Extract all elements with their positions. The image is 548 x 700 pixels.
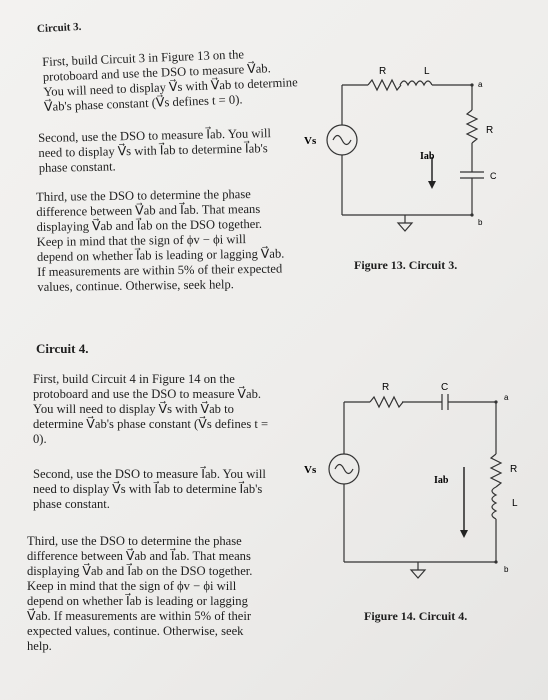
c4-inductor-side	[491, 486, 498, 520]
c4-arrowhead-icon	[460, 530, 468, 538]
c4-p3-line-3: displaying V⃗ab and I⃗ab on the DSO toge…	[27, 564, 253, 578]
c4-p1-line-1: First, build Circuit 4 in Figure 14 on t…	[33, 372, 235, 386]
c3-label-Vs: Vs	[304, 135, 317, 147]
c4-resistor-top	[369, 395, 404, 409]
c3-node-b	[470, 213, 474, 217]
c4-ground-icon	[409, 569, 427, 579]
c4-node-a	[494, 400, 498, 404]
c4-p3-line-2: difference between V⃗ab and I⃗ab. That m…	[27, 549, 251, 563]
circuit4-paragraph-1: First, build Circuit 4 in Figure 14 on t…	[33, 372, 303, 447]
c3-source-circle	[326, 124, 358, 156]
c4-p1-line-4: determine V⃗ab's phase constant (V⃗s def…	[33, 417, 269, 431]
circuit3-diagram: R L a R C b Vs Iab	[300, 55, 530, 245]
circuit4-diagram: R C a R L b Vs Iab	[300, 372, 540, 592]
c4-label-C-top: C	[441, 382, 448, 393]
c3-arrowhead-icon	[428, 181, 436, 189]
c4-label-R-side: R	[510, 464, 517, 475]
circuit4-paragraph-2: Second, use the DSO to measure I⃗ab. You…	[33, 467, 303, 512]
c3-label-b: b	[478, 218, 483, 227]
c4-label-a: a	[504, 393, 509, 402]
figure13-caption: Figure 13. Circuit 3.	[354, 258, 458, 272]
c4-p3-line-8: help.	[27, 639, 52, 653]
c3-label-L-top: L	[424, 66, 430, 77]
c4-label-L-side: L	[512, 498, 518, 509]
c4-p3-line-4: Keep in mind that the sign of ϕv − ϕi wi…	[27, 579, 237, 593]
c4-p1-line-3: You will need to display V⃗s with V⃗ab t…	[33, 402, 234, 416]
c3-node-a	[470, 83, 474, 87]
circuit4-paragraph-3: Third, use the DSO to determine the phas…	[27, 534, 302, 654]
c4-p2-line-1: Second, use the DSO to measure I⃗ab. You…	[33, 467, 266, 481]
circuit3-paragraph-3: Third, use the DSO to determine the phas…	[36, 186, 301, 295]
c4-p3-line-7: expected values, continue. Otherwise, se…	[27, 624, 244, 638]
c4-p3-line-5: depend on whether I⃗ab is leading or lag…	[27, 594, 248, 608]
c4-p3-line-6: V⃗ab. If measurements are within 5% of t…	[27, 609, 252, 623]
c4-label-Vs: Vs	[304, 464, 317, 476]
circuit3-svg: R L a R C b Vs Iab	[304, 66, 497, 232]
c3-label-R-side: R	[486, 125, 493, 136]
c4-p1-line-5: 0).	[33, 432, 47, 446]
c4-sine-icon	[334, 463, 354, 475]
c3-label-C-side: C	[490, 171, 497, 181]
c4-label-R-top: R	[382, 382, 389, 393]
c4-node-b	[494, 560, 498, 564]
figure14-caption: Figure 14. Circuit 4.	[364, 609, 468, 623]
circuit4-heading: Circuit 4.	[36, 341, 89, 356]
c3-label-R-top: R	[379, 66, 386, 77]
c4-p1-line-2: protoboard and use the DSO to measure V⃗…	[33, 387, 262, 401]
c4-resistor-side	[489, 453, 503, 488]
c4-source-circle	[328, 453, 360, 485]
c4-p2-line-2: need to display V⃗s with I⃗ab to determi…	[33, 482, 263, 496]
c4-label-Iab: Iab	[434, 475, 449, 486]
circuit3-paragraph-2: Second, use the DSO to measure I⃗ab. You…	[38, 126, 299, 176]
c3-resistor-top	[367, 78, 402, 92]
c4-p2-line-3: phase constant.	[33, 497, 110, 511]
c3-resistor-side	[465, 109, 479, 144]
circuit3-paragraph-1: First, build Circuit 3 in Figure 13 on t…	[42, 45, 304, 115]
c3-inductor-top	[399, 80, 433, 87]
c4-p3-line-1: Third, use the DSO to determine the phas…	[27, 534, 242, 548]
c3-label-Iab: Iab	[420, 151, 435, 162]
circuit4-svg: R C a R L b Vs Iab	[304, 382, 518, 579]
c3-label-a: a	[478, 80, 483, 89]
circuit3-heading: Circuit 3.	[36, 20, 82, 36]
c3-sine-icon	[332, 134, 352, 146]
c4-label-b: b	[504, 565, 509, 574]
c3-ground-icon	[396, 222, 414, 232]
